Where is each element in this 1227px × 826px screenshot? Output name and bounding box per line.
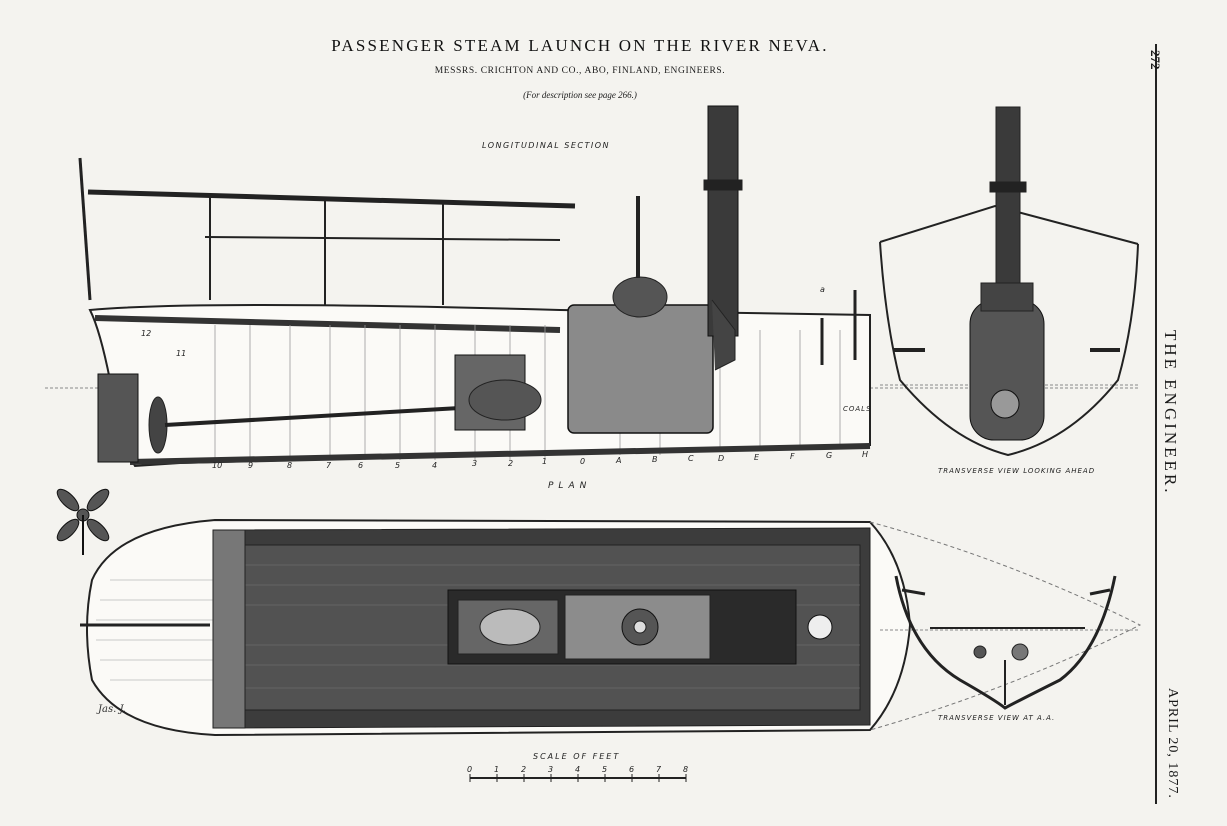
scale-title: SCALE OF FEET [533, 752, 621, 761]
scale-tick: 5 [602, 765, 607, 774]
frame-label: 7 [326, 461, 332, 470]
frame-label: 2 [508, 459, 513, 468]
longitudinal-section-label: LONGITUDINAL SECTION [482, 141, 611, 150]
margin-rule [1155, 44, 1157, 804]
engineers-subtitle: MESSRS. CRICHTON AND CO., ABO, FINLAND, … [434, 66, 726, 76]
mark-11: 11 [176, 349, 186, 358]
frame-label: 8 [287, 461, 292, 470]
transverse-aa-label: TRANSVERSE VIEW AT A.A. [938, 714, 1056, 722]
scale-tick: 4 [575, 765, 580, 774]
engraver-signature: Jas. J. [96, 704, 126, 715]
transverse-view-ahead [879, 106, 1140, 457]
plan-view [80, 518, 1142, 737]
frame-number-labels: 10 9 8 7 6 5 4 3 2 1 0 A B C D E F G H C… [141, 285, 872, 470]
frame-label: 3 [472, 459, 477, 468]
longitudinal-section [45, 105, 1140, 468]
frame-label: A [615, 456, 621, 465]
frame-label: 9 [248, 461, 253, 470]
scale-tick: 8 [683, 765, 688, 774]
mark-a: a [820, 285, 825, 294]
coals-label: COALS [843, 405, 872, 413]
transverse-view-aa [880, 575, 1140, 710]
scale-tick: 6 [629, 765, 634, 774]
frame-label: D [718, 454, 724, 463]
scale-bar: 0 1 2 3 4 5 6 7 8 [467, 765, 688, 782]
frame-label: 0 [580, 457, 585, 466]
page-title: PASSENGER STEAM LAUNCH ON THE RIVER NEVA… [331, 36, 829, 55]
scale-tick: 7 [656, 765, 662, 774]
frame-label: E [754, 453, 760, 462]
mark-12: 12 [141, 329, 151, 338]
scale-tick: 0 [467, 765, 472, 774]
frame-label: 10 [212, 461, 222, 470]
scale-tick: 2 [521, 765, 526, 774]
propeller-detail [56, 488, 110, 555]
description-note: (For description see page 266.) [523, 90, 637, 100]
frame-label: B [652, 455, 658, 464]
scale-tick: 3 [548, 765, 553, 774]
frame-label: 5 [395, 461, 400, 470]
frame-label: 1 [542, 457, 547, 466]
frame-label: C [688, 454, 694, 463]
plan-label: PLAN [548, 481, 592, 491]
frame-label: 6 [358, 461, 363, 470]
frame-label: G [826, 451, 832, 460]
scale-tick: 1 [494, 765, 499, 774]
frame-label: 4 [432, 461, 437, 470]
frame-label: H [862, 450, 868, 459]
transverse-ahead-label: TRANSVERSE VIEW LOOKING AHEAD [938, 467, 1096, 475]
frame-label: F [790, 452, 795, 461]
